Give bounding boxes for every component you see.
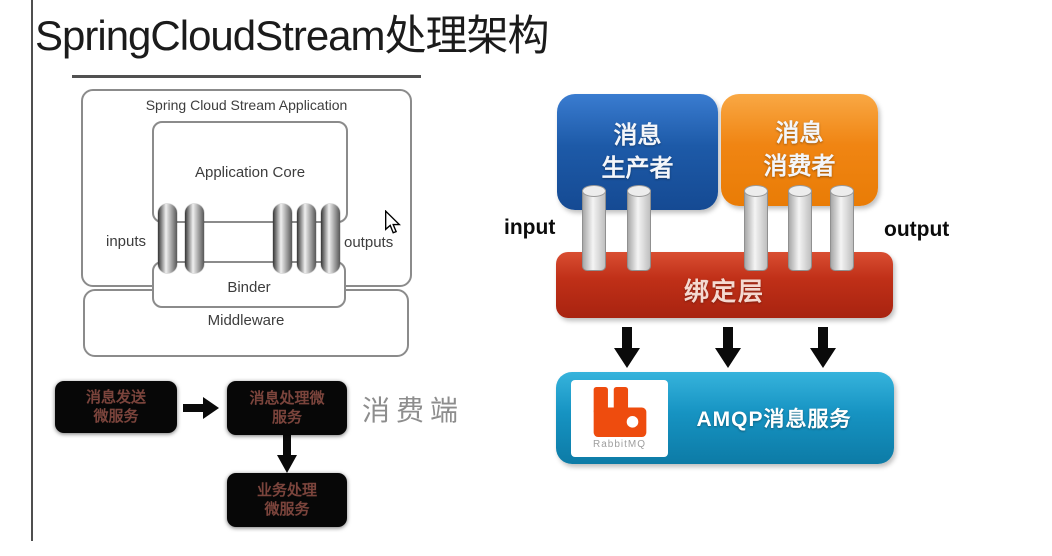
mouse-cursor-icon (385, 210, 401, 234)
business-processor-service-box: 业务处理 微服务 (227, 473, 347, 527)
rabbitmq-logo-card: RabbitMQ (571, 379, 668, 457)
box-text-line: 消息 (613, 122, 662, 149)
input-label: input (504, 216, 556, 239)
box-text-line: 消息发送 (85, 389, 146, 406)
scs-application-label: Spring Cloud Stream Application (145, 97, 348, 113)
output-label: output (884, 218, 950, 241)
flow-arrow-down-icon (277, 435, 297, 473)
box-text-line: 微服务 (93, 408, 139, 425)
pipe-cylinder (627, 185, 651, 271)
box-text-line: 消息 (775, 120, 824, 147)
binder-box: Binder (152, 261, 346, 308)
message-processor-service-box: 消息处理微 服务 (227, 381, 347, 435)
binding-arrow-down-icon (715, 327, 741, 368)
flow-arrow-right-icon (183, 397, 219, 419)
binder-label: Binder (227, 279, 271, 296)
message-sender-service-box: 消息发送 微服务 (55, 381, 177, 433)
page-title: SpringCloudStream处理架构 (35, 12, 550, 59)
pipe-cylinder (321, 204, 340, 273)
pipe-cylinder (788, 185, 812, 271)
application-core-label: Application Core (194, 163, 306, 181)
pipe-cylinder (830, 185, 854, 271)
binding-arrow-down-icon (810, 327, 836, 368)
binding-layer-label: 绑定层 (683, 278, 765, 306)
pipe-cylinder (297, 204, 316, 273)
left-border-line (31, 0, 33, 541)
pipe-cylinder (273, 204, 292, 273)
box-text-line: 消息处理微 (249, 390, 325, 407)
box-text-line: 服务 (271, 409, 302, 426)
box-text-line: 微服务 (264, 501, 310, 518)
rabbitmq-label: RabbitMQ (592, 438, 646, 450)
consumer-side-label: 消费端 (362, 395, 465, 426)
binding-arrow-down-icon (614, 327, 640, 368)
pipe-cylinder (582, 185, 606, 271)
rabbitmq-logo-icon (593, 386, 646, 437)
box-text-line: 业务处理 (256, 482, 317, 499)
pipe-cylinder (185, 204, 204, 273)
application-core-box: Application Core (152, 121, 348, 223)
pipe-cylinder (158, 204, 177, 273)
message-producer-box: 消息 生产者 (557, 94, 718, 210)
amqp-service-box: RabbitMQ AMQP消息服务 (556, 372, 894, 464)
box-text-line: 生产者 (601, 155, 674, 182)
pipe-cylinder (744, 185, 768, 271)
outputs-label: outputs (344, 234, 394, 251)
title-underline (72, 75, 421, 78)
middleware-label: Middleware (207, 312, 285, 329)
inputs-label: inputs (106, 233, 147, 250)
amqp-service-label: AMQP消息服务 (696, 408, 852, 431)
box-text-line: 消费者 (763, 153, 836, 180)
